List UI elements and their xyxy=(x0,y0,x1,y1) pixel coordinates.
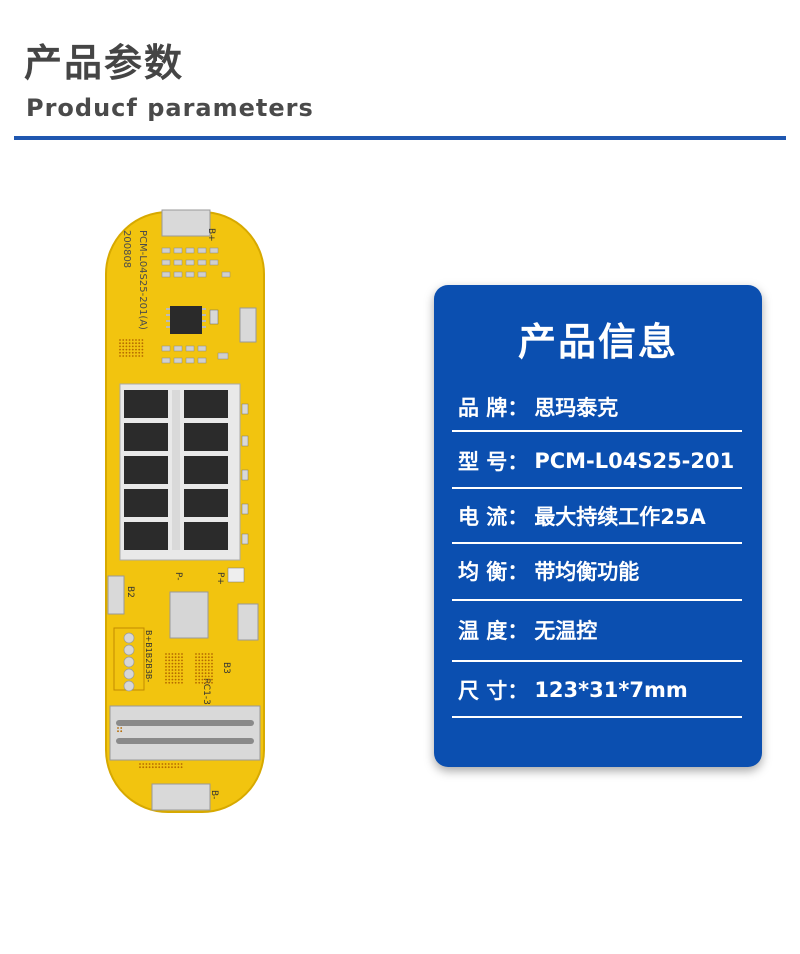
board-label-b-minus: B- xyxy=(209,790,219,799)
row-divider xyxy=(452,487,742,489)
card-title: 产品信息 xyxy=(517,320,678,364)
board-date-text: 200808 xyxy=(121,230,132,268)
section-title: 产品参数 xyxy=(24,41,185,85)
row-divider xyxy=(452,660,742,662)
info-row-balance: 均 衡：带均衡功能 xyxy=(458,542,754,600)
balance-value: 带均衡功能 xyxy=(534,560,640,584)
brand-value: 思玛泰克 xyxy=(534,396,619,420)
model-label: 型 号 xyxy=(458,450,508,474)
pcb-board-image: B+ PCM-L04S25-201(A) 200808 xyxy=(100,208,270,818)
size-label: 尺 寸 xyxy=(458,679,508,703)
board-model-text: PCM-L04S25-201(A) xyxy=(137,230,148,330)
board-label-b3: B3 xyxy=(221,662,231,674)
section-subtitle: Producf parameters xyxy=(26,94,314,122)
product-info-card: 产品信息 品 牌：思玛泰克 型 号： PCM-L04S25-201 电 流：最大… xyxy=(434,285,762,767)
board-label-connector: B+B1B2B3B- xyxy=(144,630,153,682)
board-label-rc: RC1-3 xyxy=(201,678,211,705)
info-row-size: 尺 寸：123*31*7mm xyxy=(458,661,754,719)
current-value: 最大持续工作25A xyxy=(534,505,706,529)
info-row-temperature: 温 度：无温控 xyxy=(458,601,754,659)
header-divider xyxy=(14,136,786,140)
row-divider xyxy=(452,716,742,718)
current-label: 电 流 xyxy=(458,505,508,529)
board-label-p-minus: P- xyxy=(173,572,183,580)
row-divider xyxy=(452,599,742,601)
temperature-label: 温 度 xyxy=(458,619,508,643)
info-row-model: 型 号： PCM-L04S25-201 xyxy=(458,432,754,490)
row-divider xyxy=(452,430,742,432)
balance-label: 均 衡 xyxy=(458,560,508,584)
board-label-p-plus: P+ xyxy=(215,572,225,585)
temperature-value: 无温控 xyxy=(534,619,598,643)
board-label-b-plus: B+ xyxy=(206,228,216,242)
info-row-current: 电 流：最大持续工作25A xyxy=(458,487,754,545)
pcb-board-graphic: B+ PCM-L04S25-201(A) 200808 xyxy=(105,209,265,813)
brand-label: 品 牌 xyxy=(458,396,508,420)
model-value: PCM-L04S25-201 xyxy=(534,449,735,473)
row-divider xyxy=(452,542,742,544)
size-value: 123*31*7mm xyxy=(534,678,688,702)
board-label-b2: B2 xyxy=(125,586,135,598)
info-row-brand: 品 牌：思玛泰克 xyxy=(458,378,754,436)
